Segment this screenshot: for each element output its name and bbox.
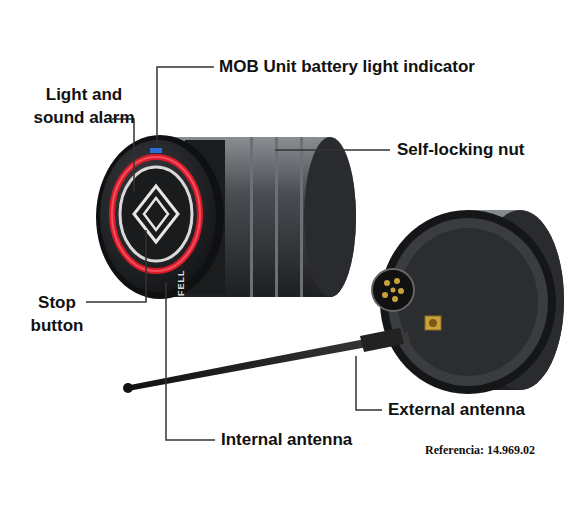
part-label: External antenna — [388, 398, 525, 421]
brand-mark: FELL — [170, 270, 193, 297]
part-label: Stop button — [22, 291, 92, 337]
part-label: Light and sound alarm — [32, 83, 136, 129]
part-label: MOB Unit battery light indicator — [219, 55, 475, 78]
reference-note: Referencia: 14.969.02 — [425, 439, 535, 462]
part-label: Internal antenna — [221, 428, 352, 451]
part-label: Self-locking nut — [397, 138, 525, 161]
mob-unit-front — [96, 135, 356, 299]
mob-unit-rear — [372, 210, 564, 394]
